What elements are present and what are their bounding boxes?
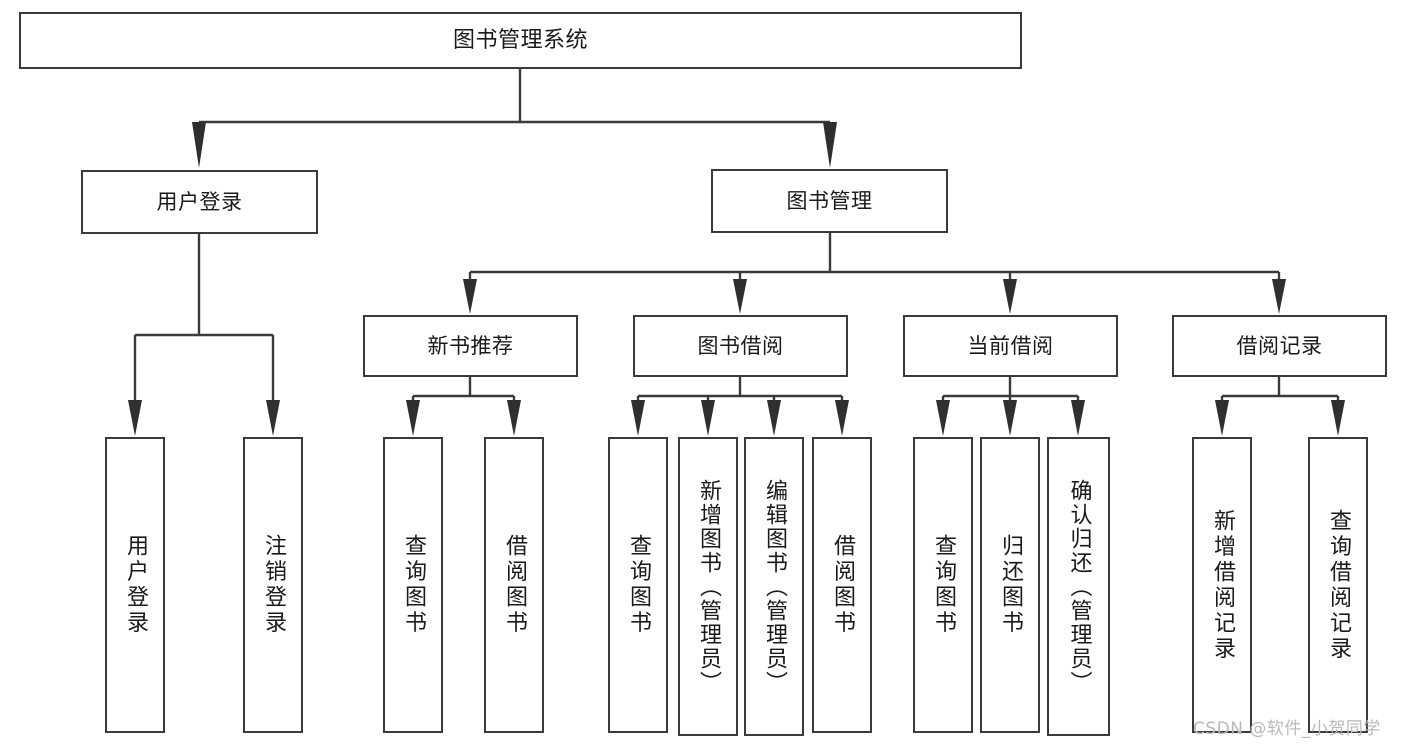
- node-leaf-edit-book-admin[interactable]: 编辑图书（管理员）: [744, 437, 804, 736]
- node-leaf-user-login[interactable]: 用户登录: [105, 437, 165, 733]
- node-book-management[interactable]: 图书管理: [711, 169, 948, 233]
- node-label: 用户登录: [123, 534, 148, 636]
- node-label: 查询借阅记录: [1326, 508, 1351, 662]
- node-label: 图书借阅: [697, 333, 784, 358]
- node-leaf-return-book[interactable]: 归还图书: [980, 437, 1040, 733]
- node-label: 借阅图书: [502, 534, 527, 636]
- node-leaf-add-book-admin[interactable]: 新增图书（管理员）: [678, 437, 738, 736]
- node-label: 编辑图书（管理员）: [762, 478, 787, 695]
- node-user-login[interactable]: 用户登录: [81, 170, 318, 234]
- node-new-book-recommend[interactable]: 新书推荐: [363, 315, 578, 377]
- node-label: 注销登录: [261, 534, 286, 636]
- node-label: 借阅图书: [830, 534, 855, 636]
- node-leaf-query-book-borrow[interactable]: 查询图书: [608, 437, 668, 733]
- node-leaf-add-borrow-record[interactable]: 新增借阅记录: [1192, 437, 1252, 733]
- node-label: 新书推荐: [427, 333, 514, 358]
- node-root-book-management-system[interactable]: 图书管理系统: [19, 12, 1022, 69]
- node-borrow-record[interactable]: 借阅记录: [1172, 315, 1387, 377]
- node-current-borrow[interactable]: 当前借阅: [903, 315, 1118, 377]
- node-label: 用户登录: [156, 189, 243, 214]
- node-label: 查询图书: [401, 534, 426, 636]
- node-leaf-borrow-book-borrow[interactable]: 借阅图书: [812, 437, 872, 733]
- node-leaf-user-logout[interactable]: 注销登录: [243, 437, 303, 733]
- node-label: 确认归还（管理员）: [1066, 478, 1092, 695]
- node-leaf-query-book-recommend[interactable]: 查询图书: [383, 437, 443, 733]
- node-leaf-query-borrow-record[interactable]: 查询借阅记录: [1308, 437, 1368, 733]
- node-book-borrow[interactable]: 图书借阅: [633, 315, 848, 377]
- node-label: 图书管理系统: [452, 27, 588, 53]
- node-label: 查询图书: [931, 534, 956, 636]
- node-leaf-query-book-current[interactable]: 查询图书: [913, 437, 973, 733]
- node-label: 新增借阅记录: [1210, 508, 1235, 662]
- node-leaf-borrow-book-recommend[interactable]: 借阅图书: [484, 437, 544, 733]
- node-label: 归还图书: [998, 534, 1023, 636]
- node-leaf-confirm-return-admin[interactable]: 确认归还（管理员）: [1047, 437, 1110, 736]
- csdn-watermark: CSDN @软件_小贺同学: [1193, 719, 1381, 739]
- node-label: 新增图书（管理员）: [696, 478, 721, 695]
- node-label: 查询图书: [626, 534, 651, 636]
- node-label: 图书管理: [786, 188, 873, 213]
- node-label: 借阅记录: [1236, 333, 1323, 358]
- node-label: 当前借阅: [967, 333, 1054, 358]
